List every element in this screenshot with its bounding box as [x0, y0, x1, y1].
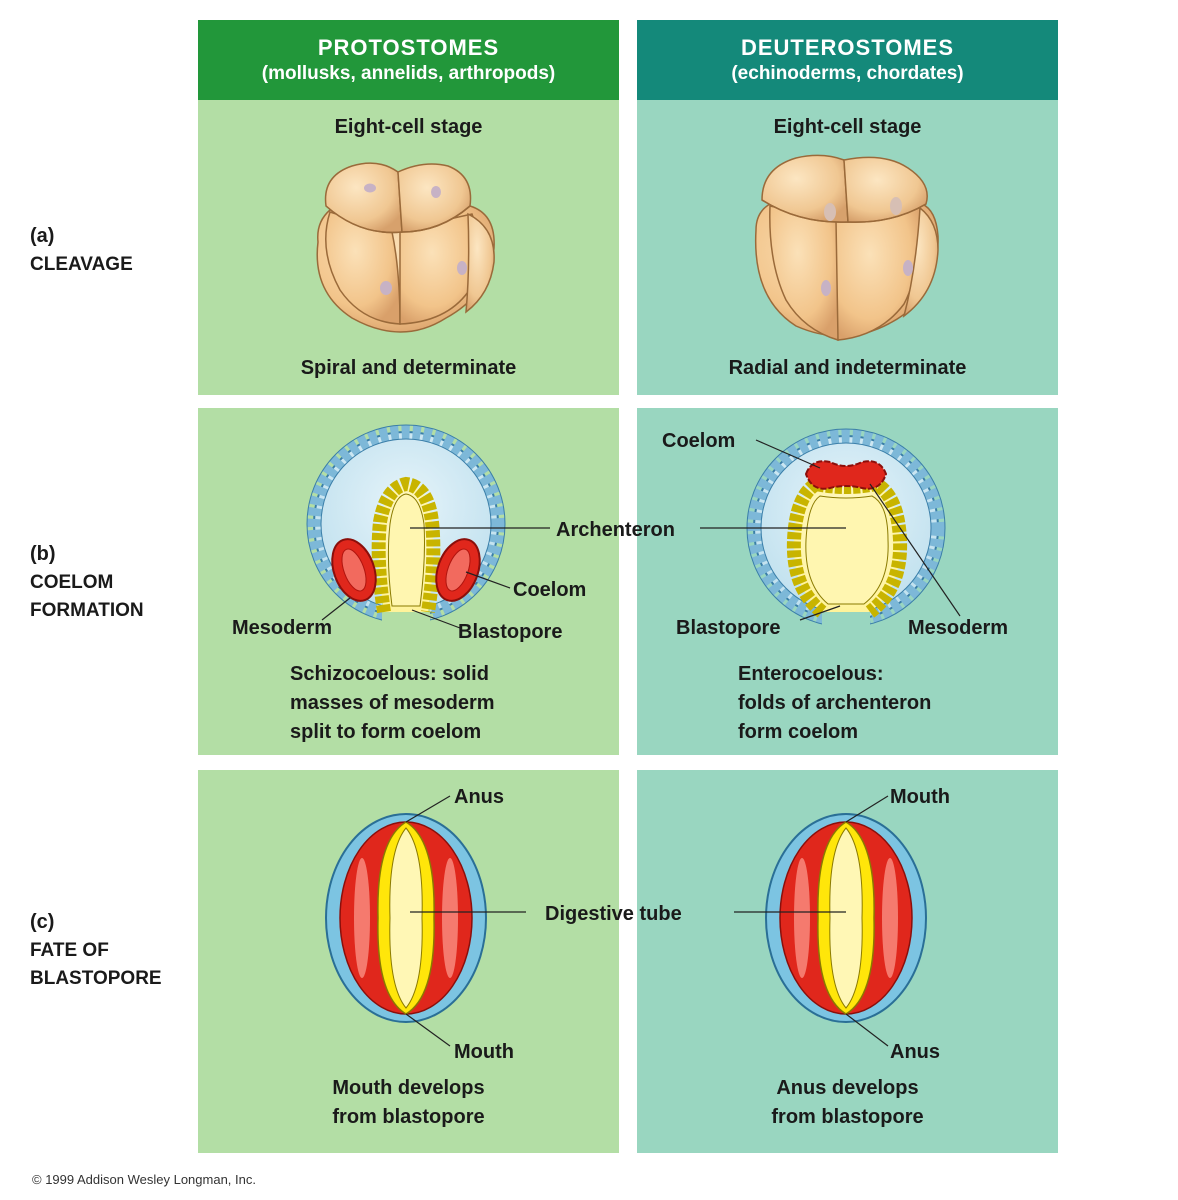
proto-top-label: Anus — [454, 786, 504, 808]
proto-stage-label: Eight-cell stage — [334, 116, 483, 138]
row-name-cleavage: Cleavage — [30, 254, 133, 275]
deut-fate-caption: Anus develops from blastopore — [637, 1074, 1058, 1132]
deuterostomes-title: Deuterostomes — [740, 35, 955, 61]
row-label-coelom: (b) Coelom formation — [30, 540, 144, 624]
proto-coelom-caption-1: Schizocoelous: solid — [290, 663, 489, 685]
proto-blastopore-label: Blastopore — [458, 621, 563, 643]
deut-blastopore-label: Blastopore — [676, 617, 781, 639]
deut-stage-label: Eight-cell stage — [773, 116, 922, 138]
proto-gastrula-icon — [306, 424, 506, 628]
row-letter-a: (a) — [30, 225, 55, 247]
deut-cleavage-caption: Radial and indeterminate — [728, 357, 967, 379]
deut-coelom-caption-2: folds of archenteron — [738, 692, 932, 714]
deut-coelom-caption-3: form coelom — [738, 721, 859, 743]
row-letter-c: (c) — [30, 911, 55, 933]
proto-mesoderm-label: Mesoderm — [232, 617, 333, 639]
proto-fate-leaders — [405, 795, 526, 1047]
deut-embryo-icon — [754, 154, 939, 341]
proto-digestive-tube-icon — [325, 813, 487, 1023]
row-letter-b: (b) — [30, 543, 56, 565]
proto-bottom-label: Mouth — [454, 1041, 514, 1063]
proto-coelom-label: Coelom — [513, 579, 587, 601]
digestive-tube-label: Digestive tube — [545, 903, 682, 925]
deut-mesoderm-label: Mesoderm — [908, 617, 1009, 639]
proto-fate-caption: Mouth develops from blastopore — [198, 1074, 619, 1132]
deuterostomes-header: Deuterostomes (echinoderms, chordates) — [637, 20, 1058, 100]
proto-fate-caption-1: Mouth develops — [332, 1077, 485, 1099]
deut-fate-caption-1: Anus develops — [776, 1077, 919, 1099]
deut-coelom-leaders — [700, 439, 961, 621]
deut-coelom-caption-1: Enterocoelous: — [738, 663, 884, 685]
proto-embryo-icon — [316, 162, 495, 333]
row-name-coelom-2: formation — [30, 599, 144, 621]
deut-coelom-label: Coelom — [662, 430, 736, 452]
row-name-blastopore-2: blastopore — [30, 967, 162, 989]
protostomes-subtitle: (mollusks, annelids, arthropods) — [261, 62, 556, 84]
deut-coelom-caption: Enterocoelous: folds of archenteron form… — [738, 660, 931, 747]
deut-top-label: Mouth — [890, 786, 950, 808]
proto-coelom-leaders — [321, 527, 550, 629]
deut-fate-caption-2: from blastopore — [771, 1106, 924, 1128]
row-name-coelom-1: Coelom — [30, 572, 114, 593]
archenteron-label: Archenteron — [556, 519, 675, 541]
deut-digestive-tube-icon — [765, 813, 927, 1023]
copyright-notice: © 1999 Addison Wesley Longman, Inc. — [32, 1172, 256, 1187]
deut-gastrula-icon — [746, 428, 946, 630]
proto-cleavage-caption: Spiral and determinate — [300, 357, 517, 379]
proto-fate-caption-2: from blastopore — [332, 1106, 485, 1128]
proto-coelom-caption-3: split to form coelom — [290, 721, 482, 743]
proto-coelom-caption: Schizocoelous: solid masses of mesoderm … — [290, 660, 495, 747]
row-label-cleavage: (a) Cleavage — [30, 222, 133, 279]
protostomes-header: Protostomes (mollusks, annelids, arthrop… — [198, 20, 619, 100]
deuterostomes-subtitle: (echinoderms, chordates) — [731, 62, 964, 84]
deut-fate-leaders — [734, 795, 889, 1047]
protostomes-title: Protostomes — [317, 35, 500, 61]
proto-coelom-caption-2: masses of mesoderm — [290, 692, 495, 714]
row-name-blastopore-1: Fate of — [30, 940, 109, 961]
deut-bottom-label: Anus — [890, 1041, 940, 1063]
row-label-blastopore: (c) Fate of blastopore — [30, 908, 162, 992]
